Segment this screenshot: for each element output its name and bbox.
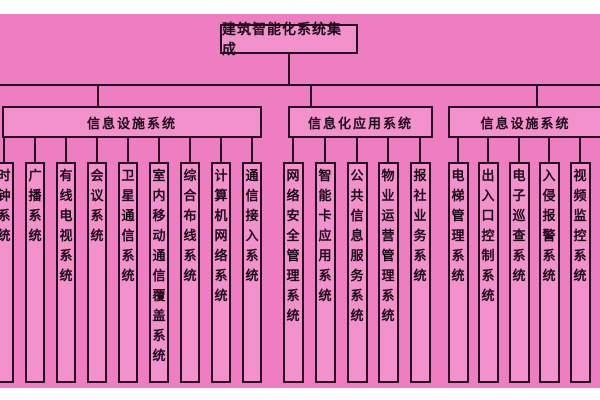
leaf-node: 电子巡查系统 xyxy=(508,162,530,383)
leaf-node-label: 视频监控系统 xyxy=(573,169,587,284)
connector-leaf-drop xyxy=(579,134,581,166)
leaf-node: 广播系统 xyxy=(25,162,45,383)
branch-node-info-application: 信息化应用系统 xyxy=(288,106,433,138)
leaf-node: 时钟系统 xyxy=(0,162,14,383)
leaf-node: 通信接入系统 xyxy=(242,162,262,383)
leaf-node: 公共信息服务系统 xyxy=(346,162,368,383)
connector-leaf-drop xyxy=(127,134,129,166)
leaf-node-label: 网络安全管理系统 xyxy=(286,169,300,324)
leaf-node: 视频监控系统 xyxy=(569,162,591,383)
connector-main-bus xyxy=(0,84,600,86)
branch-node-label: 信息设施系统 xyxy=(86,116,177,132)
connector-leaf-drop xyxy=(220,134,222,166)
connector-leaf-drop xyxy=(189,134,191,166)
connector-branch-drop xyxy=(536,84,538,110)
leaf-node-label: 时钟系统 xyxy=(0,167,11,247)
leaf-node-label: 电子巡查系统 xyxy=(512,169,526,284)
connector-leaf-drop xyxy=(487,134,489,166)
root-node-label: 建筑智能化系统集成 xyxy=(222,22,342,58)
leaf-node: 出入口控制系统 xyxy=(477,162,499,383)
connector-leaf-drop xyxy=(419,134,421,166)
branch-node-label: 信息设施系统 xyxy=(480,116,571,132)
connector-leaf-drop xyxy=(251,134,253,166)
leaf-node-label: 出入口控制系统 xyxy=(481,169,495,304)
connector-leaf-drop xyxy=(457,134,459,166)
connector-leaf-drop xyxy=(34,134,36,166)
connector-leaf-drop xyxy=(158,134,160,166)
leaf-node-label: 公共信息服务系统 xyxy=(350,169,364,324)
connector-root-stub xyxy=(288,52,290,86)
connector-leaf-drop xyxy=(65,134,67,166)
leaf-node-label: 综合布线系统 xyxy=(183,169,197,284)
leaf-node: 会议系统 xyxy=(87,162,107,383)
connector-leaf-drop xyxy=(3,134,5,166)
connector-leaf-drop xyxy=(356,134,358,166)
leaf-node: 综合布线系统 xyxy=(180,162,200,383)
leaf-node: 智能卡应用系统 xyxy=(314,162,336,383)
leaf-node-label: 会议系统 xyxy=(90,169,104,244)
leaf-node-label: 智能卡应用系统 xyxy=(318,169,332,304)
leaf-node: 网络安全管理系统 xyxy=(282,162,304,383)
root-node: 建筑智能化系统集成 xyxy=(220,22,358,58)
leaf-node-label: 报社业务系统 xyxy=(413,169,427,284)
branch-node-info-facility-right: 信息设施系统 xyxy=(448,106,600,138)
leaf-node-label: 广播系统 xyxy=(28,169,42,244)
leaf-node-label: 计算机网络系统 xyxy=(214,169,228,304)
leaf-node-label: 通信接入系统 xyxy=(245,169,259,284)
leaf-node-label: 有线电视系统 xyxy=(59,169,73,284)
leaf-node: 室内移动通信覆盖系统 xyxy=(149,162,169,383)
connector-leaf-drop xyxy=(518,134,520,166)
leaf-node-label: 室内移动通信覆盖系统 xyxy=(152,169,166,364)
leaf-node-label: 物业运营管理系统 xyxy=(381,169,395,324)
leaf-node: 计算机网络系统 xyxy=(211,162,231,383)
connector-leaf-drop xyxy=(548,134,550,166)
connector-leaf-drop xyxy=(324,134,326,166)
leaf-node: 物业运营管理系统 xyxy=(377,162,399,383)
leaf-node: 报社业务系统 xyxy=(409,162,431,383)
leaf-node: 有线电视系统 xyxy=(56,162,76,383)
connector-leaf-drop xyxy=(96,134,98,166)
branch-node-info-facility-left: 信息设施系统 xyxy=(2,106,262,138)
leaf-node-label: 入侵报警系统 xyxy=(542,169,556,284)
leaf-node-label: 卫星通信系统 xyxy=(121,169,135,284)
connector-branch-drop xyxy=(310,84,312,110)
branch-node-label: 信息化应用系统 xyxy=(307,116,413,132)
connector-leaf-drop xyxy=(292,134,294,166)
connector-branch-drop xyxy=(97,84,99,110)
leaf-node: 电梯管理系统 xyxy=(447,162,469,383)
leaf-node: 入侵报警系统 xyxy=(538,162,560,383)
leaf-node-label: 电梯管理系统 xyxy=(451,169,465,284)
connector-leaf-drop xyxy=(387,134,389,166)
leaf-node: 卫星通信系统 xyxy=(118,162,138,383)
